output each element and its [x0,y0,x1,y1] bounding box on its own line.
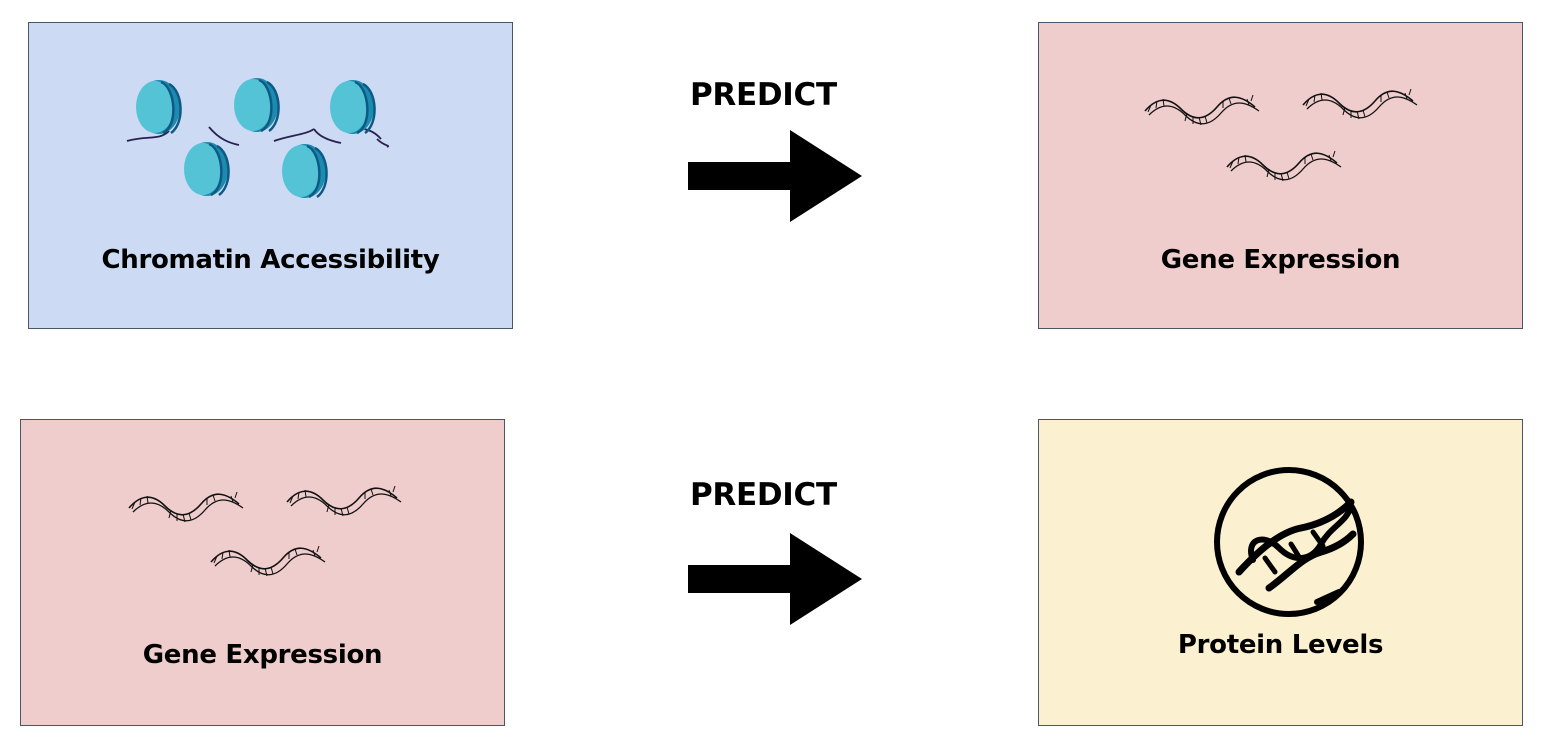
predict-label: PREDICT [690,77,837,113]
nucleosome-icon [126,76,390,200]
panel-label: Protein Levels [1177,630,1384,660]
right-arrow-icon [688,533,862,625]
right-arrow-icon [688,130,862,222]
panel-label: Gene Expression [1160,245,1401,275]
panel-label: Chromatin Accessibility [101,245,440,275]
panel-label: Gene Expression [142,640,383,670]
rna-strand-icon [128,485,402,577]
predict-label: PREDICT [690,477,837,513]
gene-expression-panel: Gene Expression [1038,22,1523,329]
chromatin-accessibility-panel: Chromatin Accessibility [28,22,513,329]
rna-strand-icon [1144,88,1418,182]
protein-levels-panel: Protein Levels [1038,419,1523,726]
gene-expression-panel: Gene Expression [20,419,505,726]
protein-dna-icon [1214,467,1364,617]
